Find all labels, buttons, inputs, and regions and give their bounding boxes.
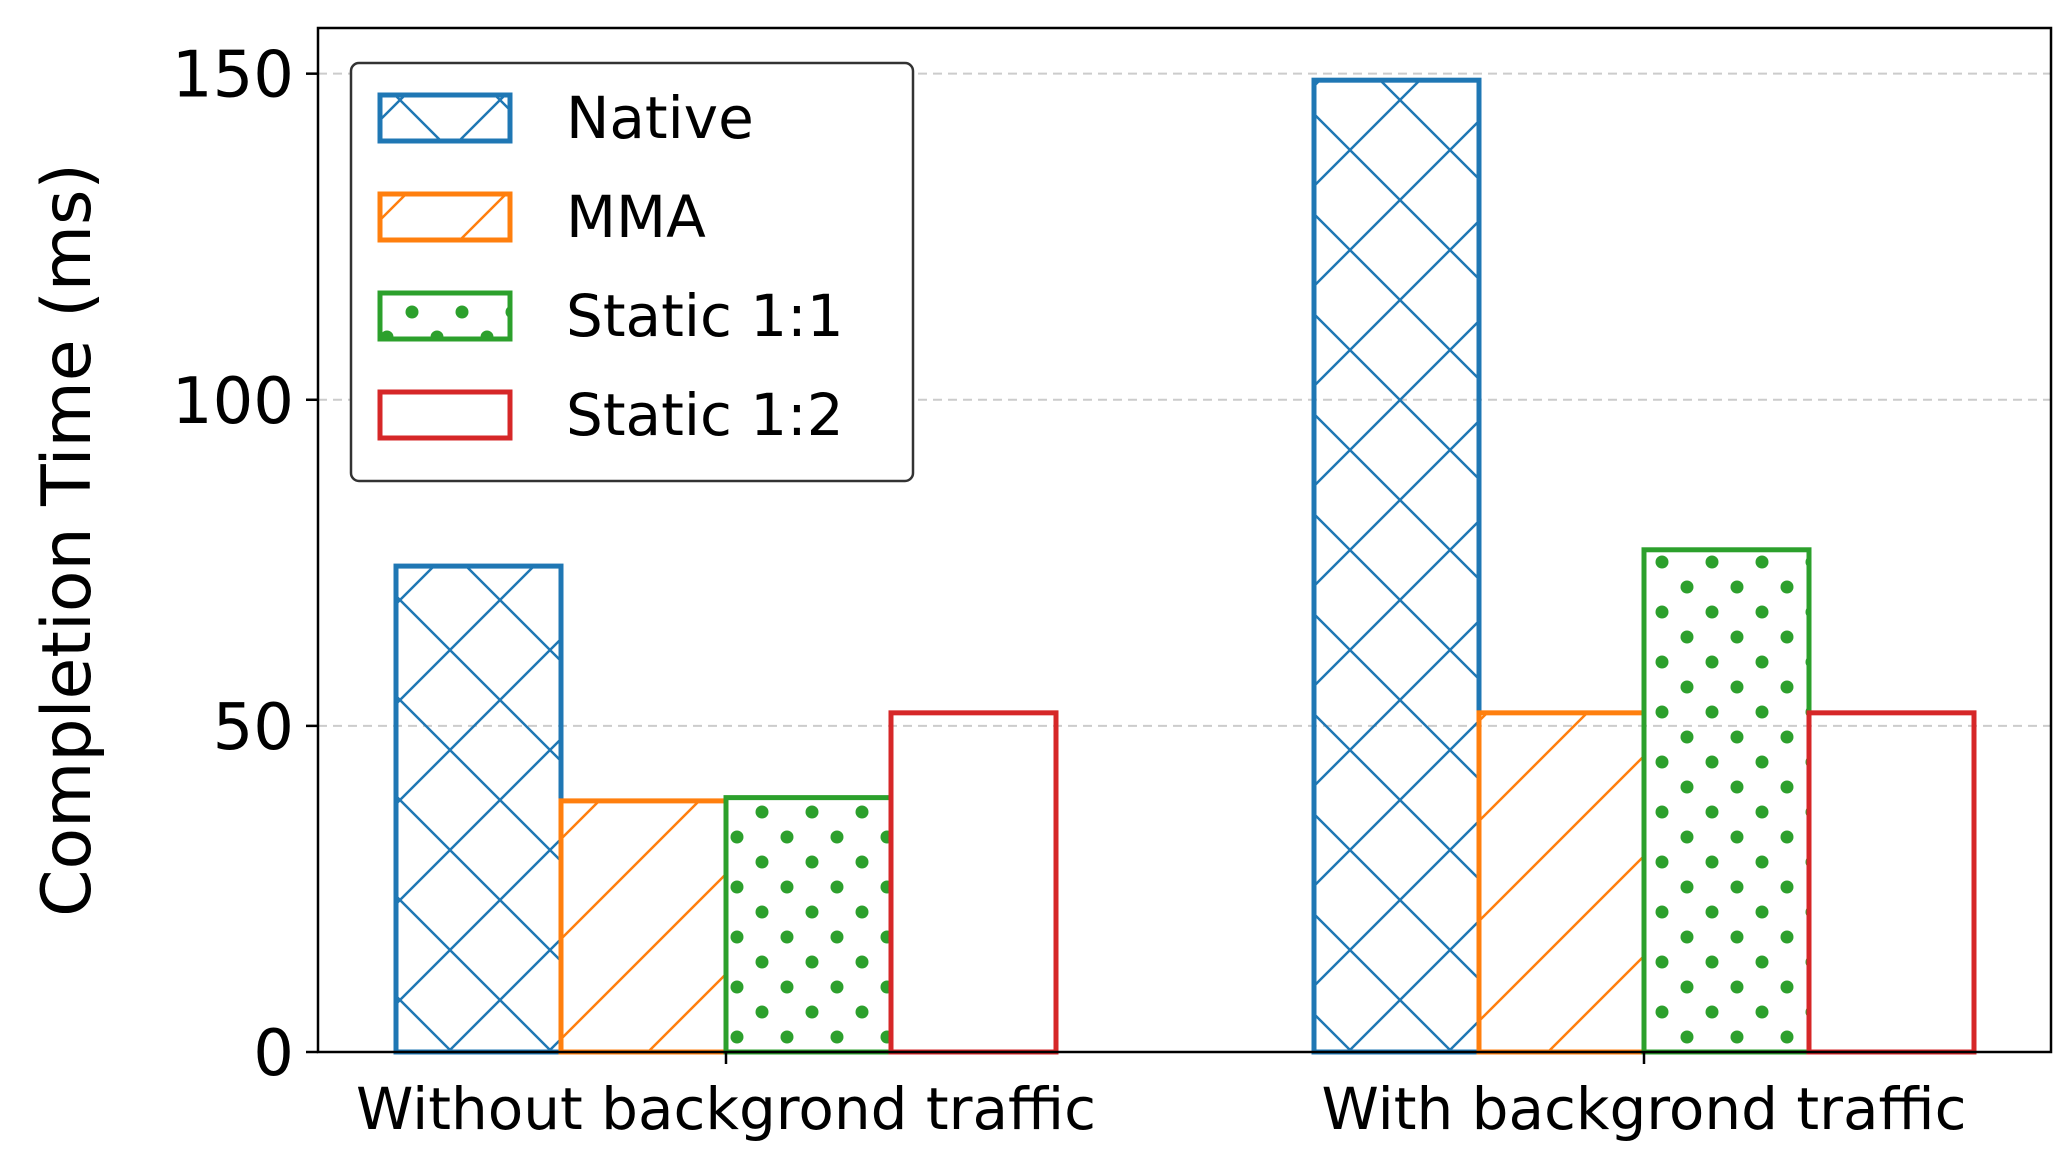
y-axis-label: Completion Time (ms) [28, 163, 107, 917]
bar-static-1-2-0 [888, 710, 1059, 1055]
legend-entry-native: Native [377, 84, 754, 152]
legend-swatch [377, 389, 513, 441]
bar-static-1-2-1 [1806, 710, 1977, 1055]
y-tick-label: 150 [172, 39, 294, 113]
plot-border [316, 26, 2053, 1054]
legend-label: Static 1:1 [566, 282, 844, 350]
bar-rect [1476, 710, 1647, 1055]
legend-label: MMA [566, 183, 706, 251]
legend-label: Native [566, 84, 754, 152]
bar-rect [1311, 77, 1482, 1055]
bars [393, 77, 1977, 1055]
plot-frame [316, 26, 2053, 1054]
y-tick-label: 100 [172, 365, 294, 439]
bar-rect [723, 795, 894, 1055]
bar-mma-0 [558, 798, 729, 1055]
legend-entry-mma: MMA [377, 183, 706, 251]
legend-entry-static-1-1: Static 1:1 [377, 282, 844, 350]
bar-rect [1806, 710, 1977, 1055]
x-tick-label: With backgrond traffic [1322, 1075, 1967, 1143]
bar-rect [888, 710, 1059, 1055]
legend-box [349, 61, 915, 483]
bar-static-1-1-1 [1641, 547, 1812, 1055]
bar-native-1 [1311, 77, 1482, 1055]
x-tick-label: Without backgrond traffic [356, 1075, 1096, 1143]
bar-rect [393, 563, 564, 1055]
legend-swatch [377, 92, 513, 144]
y-tick-label: 50 [213, 691, 294, 765]
legend-swatch [377, 290, 513, 342]
legend-swatch [377, 191, 513, 243]
x-axis-ticks: Without backgrond traffic With backgrond … [356, 1052, 1966, 1143]
y-axis-ticks: 0 50 100 150 [172, 39, 318, 1091]
legend-label: Static 1:2 [566, 381, 844, 449]
bar-mma-1 [1476, 710, 1647, 1055]
bar-rect [558, 798, 729, 1055]
bar-native-0 [393, 563, 564, 1055]
legend-entry-static-1-2: Static 1:2 [377, 381, 844, 449]
bar-rect [1641, 547, 1812, 1055]
y-tick-label: 0 [253, 1017, 294, 1091]
bar-static-1-1-0 [723, 795, 894, 1055]
